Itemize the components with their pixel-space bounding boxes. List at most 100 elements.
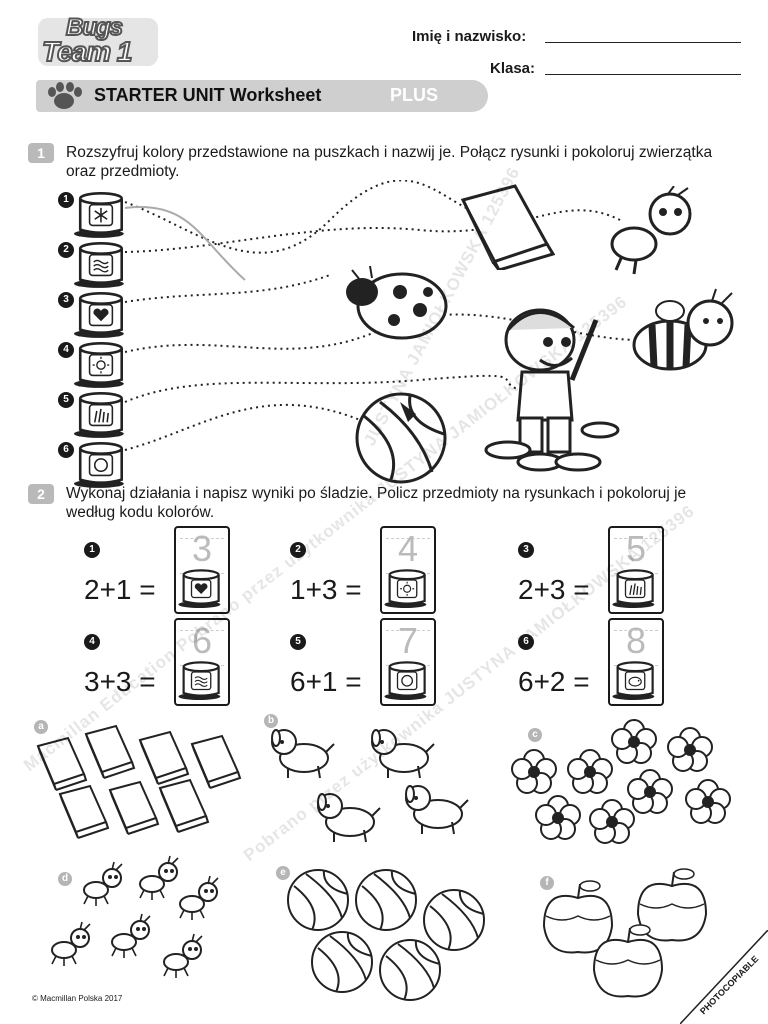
exercise-2-instruction: Wykonaj działania i napisz wyniki po śla… — [66, 485, 687, 521]
logo-line-2: Team 1 — [41, 35, 133, 68]
can-number: 4 — [58, 342, 74, 358]
book-icon — [58, 784, 110, 839]
snowflake-icon — [94, 207, 108, 223]
sum-expression: 6+2 = — [518, 666, 590, 697]
apple-icon — [592, 924, 664, 998]
bugs-team-logo: Bugs Team 1 — [38, 12, 168, 70]
can-grass-icon — [74, 388, 130, 438]
copyright: © Macmillan Polska 2017 — [32, 994, 123, 1003]
puppy-icon — [405, 785, 469, 835]
bee-icon — [632, 288, 734, 371]
can-number: 5 — [58, 392, 74, 408]
answer-tile[interactable]: 8 — [608, 618, 664, 706]
path-6 — [124, 404, 361, 451]
name-field[interactable] — [545, 42, 741, 43]
puppy-icon — [371, 729, 435, 779]
answer-trace[interactable]: 8 — [625, 620, 647, 661]
pig-icon — [628, 676, 642, 687]
paint-can-icon — [384, 569, 427, 608]
answer-tile[interactable]: 5 — [608, 526, 664, 614]
paint-can-icon — [74, 292, 124, 338]
paint-can-icon — [612, 661, 655, 700]
answer-trace[interactable]: 6 — [191, 620, 213, 661]
can-number: 1 — [58, 192, 74, 208]
group-label-a: a — [34, 720, 48, 734]
group-label-e: e — [276, 866, 290, 880]
ball-icon — [311, 931, 373, 993]
banner-title: STARTER UNIT Worksheet — [94, 85, 322, 105]
grass-icon — [93, 408, 109, 423]
paint-can-icon — [612, 569, 655, 608]
path-1 — [124, 180, 471, 254]
group-label-d: d — [58, 872, 72, 886]
group-label-c: c — [528, 728, 542, 742]
can-number: 3 — [58, 292, 74, 308]
paint-can-icon — [178, 569, 221, 608]
book-icon — [460, 184, 555, 270]
can-number: 6 — [58, 442, 74, 458]
book-icon — [36, 736, 88, 791]
sum-expression: 3+3 = — [84, 666, 156, 697]
answer-trace[interactable]: 3 — [191, 528, 213, 569]
sun-icon — [92, 356, 110, 374]
waves-icon — [93, 259, 109, 273]
exercise-1-instruction: Rozszyfruj kolory przedstawione na puszk… — [66, 144, 713, 180]
answer-trace[interactable]: 4 — [397, 528, 419, 569]
class-label: Klasa: — [490, 60, 536, 77]
flower-icon — [511, 749, 557, 794]
sum-number: 1 — [84, 542, 100, 558]
orange-icon — [93, 458, 108, 473]
apple-icon — [542, 880, 614, 954]
class-field[interactable] — [545, 74, 741, 75]
answer-tile[interactable]: 4 — [380, 526, 436, 614]
book-icon — [190, 734, 242, 789]
answer-trace[interactable]: 5 — [625, 528, 647, 569]
sun-icon — [400, 581, 415, 596]
waves-icon — [194, 676, 208, 688]
boy-mascot-icon — [484, 308, 620, 472]
answer-trace[interactable]: 7 — [397, 620, 419, 661]
photocopiable-corner — [680, 930, 768, 1024]
answer-tile[interactable]: 6 — [174, 618, 230, 706]
path-3 — [124, 274, 331, 303]
flower-icon — [535, 795, 581, 840]
answer-tile[interactable]: 7 — [380, 618, 436, 706]
book-icon — [158, 778, 210, 833]
ant-icon — [111, 913, 151, 958]
paint-can-icon — [74, 192, 124, 238]
ladybird-icon — [346, 265, 448, 340]
orange-icon — [401, 674, 414, 687]
group-label-b: b — [264, 714, 278, 728]
logo-line-1: Bugs — [65, 13, 124, 42]
sum-expression: 2+3 = — [518, 574, 590, 605]
sum-number: 4 — [84, 634, 100, 650]
ball-icon — [355, 392, 447, 484]
paint-can-icon — [74, 392, 124, 438]
paint-can-icon — [178, 661, 221, 700]
flower-icon — [567, 749, 613, 794]
paw-icon — [48, 82, 82, 109]
sum-expression: 1+3 = — [290, 574, 362, 605]
sum-expression: 6+1 = — [290, 666, 362, 697]
can-snowflake-icon — [74, 188, 130, 238]
book-icon — [138, 730, 190, 785]
ball-icon — [423, 889, 485, 951]
can-orange-icon — [74, 438, 130, 488]
heart-icon — [93, 308, 109, 322]
ant-icon — [179, 875, 219, 920]
banner-plus: PLUS — [390, 85, 439, 105]
ant-icon — [51, 921, 91, 966]
answer-tile[interactable]: 3 — [174, 526, 230, 614]
ball-icon — [355, 869, 417, 931]
puppy-icon — [271, 729, 335, 779]
path-5 — [124, 374, 521, 403]
group-label-f: f — [540, 876, 554, 890]
paint-can-icon — [384, 661, 427, 700]
sum-number: 5 — [290, 634, 306, 650]
ball-icon — [379, 939, 441, 1001]
name-label: Imię i nazwisko: — [412, 28, 527, 45]
can-heart-icon — [74, 288, 130, 338]
exercise-1-number: 1 — [28, 143, 54, 163]
paint-can-icon — [74, 442, 124, 488]
counting-pictures — [36, 719, 731, 1001]
